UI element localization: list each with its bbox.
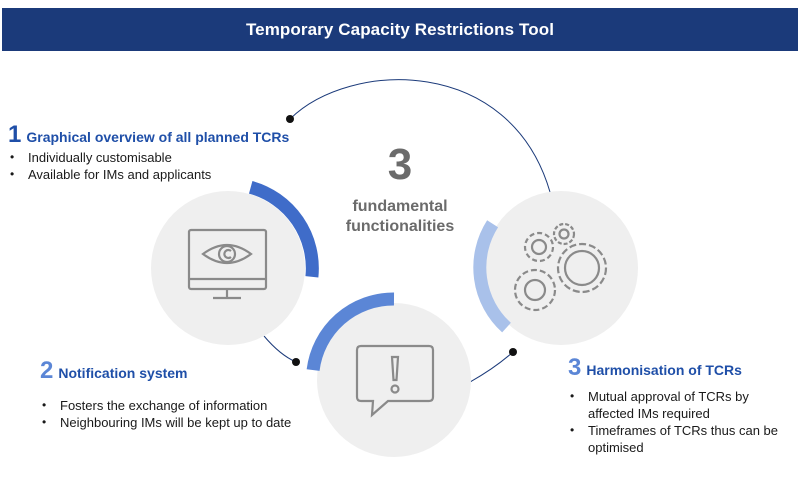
function-2-heading: Notification system <box>58 365 188 381</box>
function-1-accent-arc <box>248 181 319 278</box>
connector-dot-top <box>286 115 294 123</box>
function-2-text: 2 Notification system Fosters the exchan… <box>40 357 340 432</box>
function-3-bullet-2: Timeframes of TCRs thus can be optimised <box>568 422 798 456</box>
function-3-text: 3 Harmonisation of TCRs Mutual approval … <box>568 356 798 456</box>
connector-dot-right <box>509 348 517 356</box>
function-3-circle <box>484 191 638 345</box>
function-2-accent-arc <box>306 292 395 372</box>
function-2-bullets: Fosters the exchange of information Neig… <box>40 397 340 431</box>
function-3-node <box>473 191 638 345</box>
function-1-bullets: Individually customisable Available for … <box>8 149 308 183</box>
function-2-number: 2 <box>40 357 54 384</box>
connector-top-arc <box>289 79 551 193</box>
function-1-text: 1 Graphical overview of all planned TCRs… <box>8 121 308 184</box>
function-1-circle <box>151 191 305 345</box>
function-3-bullet-1: Mutual approval of TCRs by affected IMs … <box>568 388 798 422</box>
center-number: 3 <box>387 140 413 189</box>
monitor-eye-icon <box>187 228 268 300</box>
function-3-bullets: Mutual approval of TCRs by affected IMs … <box>568 388 798 456</box>
gears-icon <box>513 222 608 312</box>
function-3-accent-arc <box>473 220 511 333</box>
function-1-bullet-2: Available for IMs and applicants <box>8 166 308 183</box>
speech-bubble-exclamation-icon <box>355 344 435 418</box>
title-bar: Temporary Capacity Restrictions Tool <box>2 8 798 51</box>
center-caption-line-2: functionalities <box>345 218 455 235</box>
function-2-node <box>306 292 471 457</box>
function-1-heading: Graphical overview of all planned TCRs <box>26 129 290 145</box>
connector-right-arc <box>469 351 514 383</box>
function-1-node <box>151 181 319 345</box>
function-2-bullet-1: Fosters the exchange of information <box>40 397 340 414</box>
function-3-heading: Harmonisation of TCRs <box>586 362 742 378</box>
function-2-bullet-2: Neighbouring IMs will be kept up to date <box>40 414 340 431</box>
center-caption: fundamental functionalities <box>310 197 490 237</box>
function-1-number: 1 <box>8 121 22 148</box>
connector-dot-left <box>292 358 300 366</box>
function-1-bullet-1: Individually customisable <box>8 149 308 166</box>
center-caption-line-1: fundamental <box>352 198 448 215</box>
function-3-number: 3 <box>568 354 582 381</box>
page-title: Temporary Capacity Restrictions Tool <box>245 19 555 39</box>
